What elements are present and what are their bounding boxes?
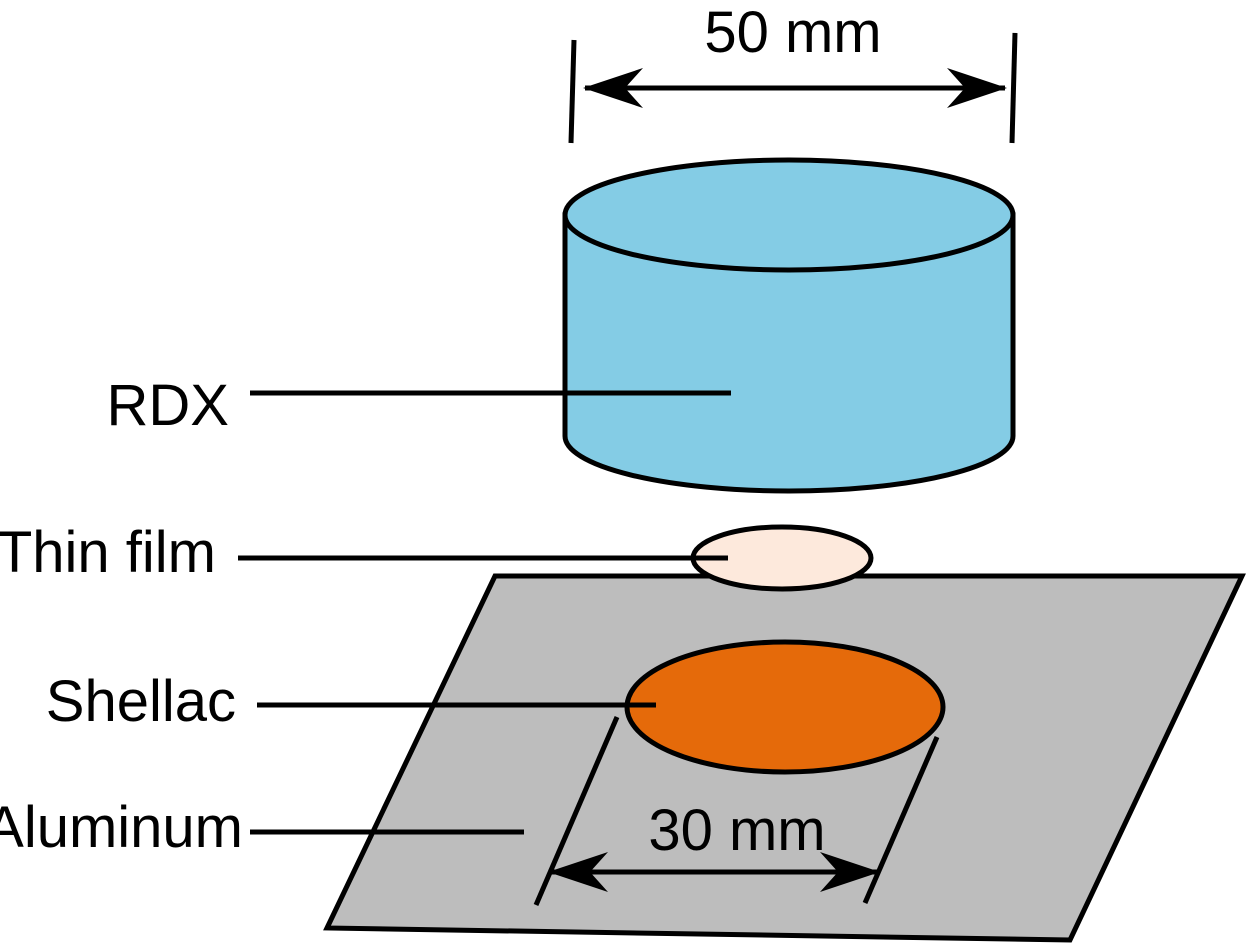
shellac-disc [624, 639, 946, 775]
rdx-label: RDX [107, 373, 229, 438]
dimension-top-label: 50 mm [704, 0, 881, 65]
dimension-30mm: 30 mm [533, 716, 940, 906]
aluminum-label: Aluminum [0, 795, 243, 860]
dimension-50mm: 50 mm [568, 0, 1018, 144]
dimension-bottom-label: 30 mm [648, 798, 825, 863]
shellac-label: Shellac [46, 669, 236, 734]
thin-film-label: Thin film [0, 520, 216, 585]
rdx-cylinder [562, 157, 1016, 494]
